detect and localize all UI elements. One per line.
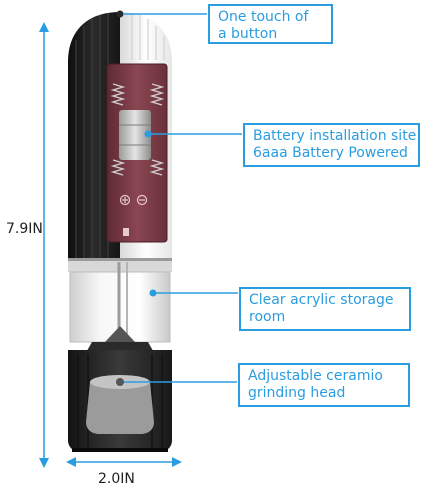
callout-grinder: Adjustable ceramio grinding head [238, 363, 410, 407]
callout-battery-line2: 6aaa Battery Powered [253, 145, 408, 161]
ceramic-burr [86, 382, 154, 434]
callout-grinder-line1: Adjustable ceramio [248, 368, 383, 384]
callout-button-line1: One touch of [218, 9, 309, 25]
callout-storage: Clear acrylic storage room [239, 287, 411, 331]
battery-springs [110, 83, 165, 176]
housing-light-ribs [131, 13, 165, 60]
callout-battery-line1: Battery installation site [253, 128, 417, 144]
height-label: 7.9IN [6, 221, 43, 237]
width-dimension-line [66, 457, 182, 467]
callout-storage-line1: Clear acrylic storage [249, 292, 394, 308]
polarity-marks [119, 194, 148, 206]
callout-grinder-line2: grinding head [248, 385, 346, 401]
height-dimension-line [39, 22, 49, 468]
callout-button-line2: a button [218, 26, 278, 42]
width-label: 2.0IN [98, 471, 135, 487]
motor [119, 110, 151, 160]
callout-storage-line2: room [249, 309, 286, 325]
callout-battery: Battery installation site 6aaa Battery P… [243, 123, 420, 167]
callout-button: One touch of a button [208, 4, 333, 44]
power-button [116, 10, 124, 18]
